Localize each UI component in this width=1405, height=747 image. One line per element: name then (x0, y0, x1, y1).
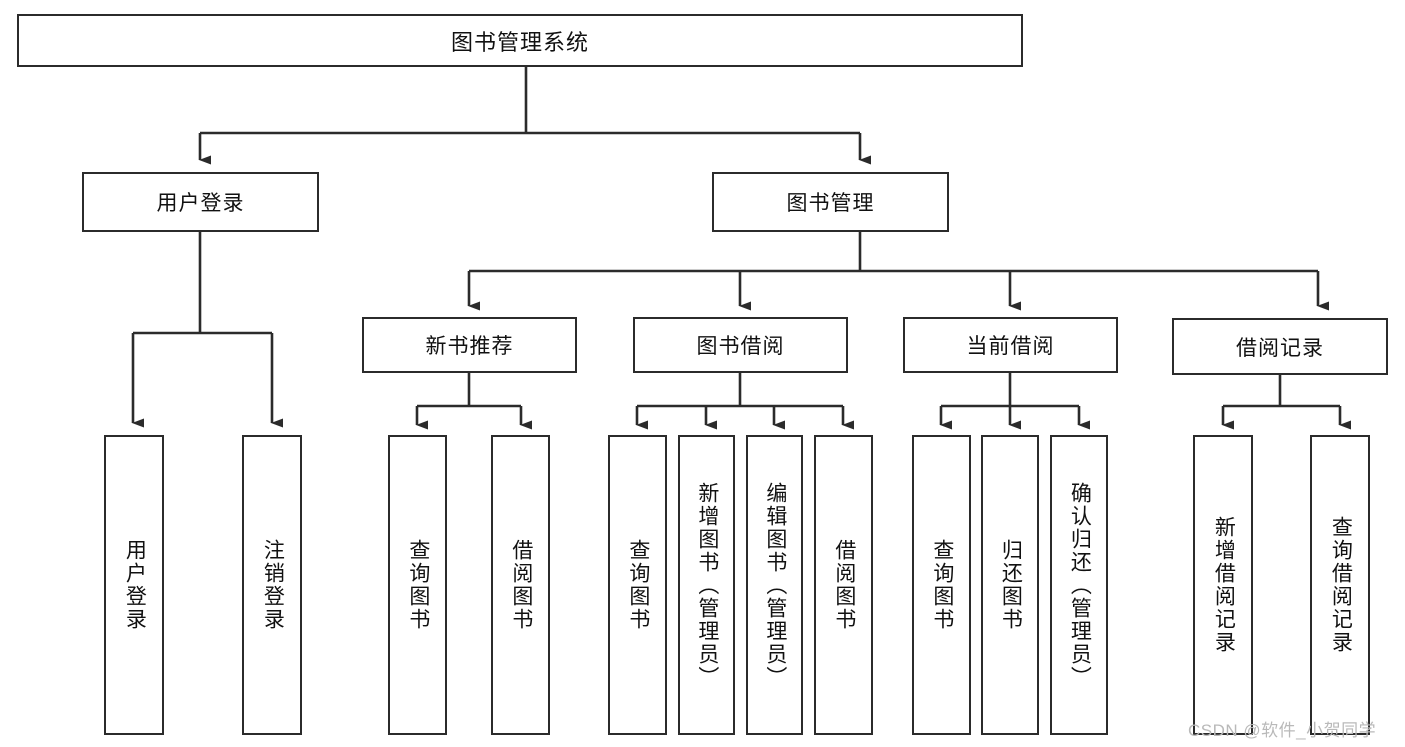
node-label: 借阅图书 (832, 539, 856, 631)
leaf-add-book[interactable]: 新增图书（管理员） (678, 435, 735, 735)
leaf-borrow-book[interactable]: 借阅图书 (814, 435, 873, 735)
node-label: 新增借阅记录 (1212, 516, 1236, 654)
node-label: 用户登录 (123, 539, 147, 631)
node-label: 图书管理 (786, 192, 875, 215)
node-label: 确认归还（管理员） (1068, 481, 1092, 689)
node-label: 用户登录 (156, 192, 245, 215)
node-label: 查询图书 (406, 539, 430, 631)
node-label: 归还图书 (999, 539, 1023, 631)
node-label: 注销登录 (261, 539, 285, 631)
node-label: 新书推荐 (425, 335, 514, 358)
node-label: 当前借阅 (966, 335, 1055, 358)
leaf-logout-login[interactable]: 注销登录 (242, 435, 302, 735)
leaf-query-book-current[interactable]: 查询图书 (912, 435, 971, 735)
node-current-borrow[interactable]: 当前借阅 (903, 317, 1118, 373)
node-label: 新增图书（管理员） (695, 481, 719, 689)
leaf-borrow-book-recommend[interactable]: 借阅图书 (491, 435, 550, 735)
leaf-query-book-borrow[interactable]: 查询图书 (608, 435, 667, 735)
node-book-manage[interactable]: 图书管理 (712, 172, 949, 232)
node-label: 图书管理系统 (450, 29, 589, 55)
leaf-confirm-return[interactable]: 确认归还（管理员） (1050, 435, 1108, 735)
node-label: 查询图书 (626, 539, 650, 631)
node-label: 查询图书 (930, 539, 954, 631)
node-user-login[interactable]: 用户登录 (82, 172, 319, 232)
node-label: 查询借阅记录 (1329, 516, 1353, 654)
node-root-system[interactable]: 图书管理系统 (17, 14, 1023, 67)
leaf-user-login[interactable]: 用户登录 (104, 435, 164, 735)
node-book-borrow[interactable]: 图书借阅 (633, 317, 848, 373)
node-label: 借阅图书 (509, 539, 533, 631)
node-label: 图书借阅 (696, 335, 785, 358)
node-label: 编辑图书（管理员） (763, 481, 787, 689)
leaf-query-book-recommend[interactable]: 查询图书 (388, 435, 447, 735)
leaf-add-borrow-record[interactable]: 新增借阅记录 (1193, 435, 1253, 735)
leaf-query-borrow-record[interactable]: 查询借阅记录 (1310, 435, 1370, 735)
csdn-watermark: CSDN @软件_小贺同学 (1188, 721, 1377, 740)
node-new-book-recommend[interactable]: 新书推荐 (362, 317, 577, 373)
leaf-return-book[interactable]: 归还图书 (981, 435, 1039, 735)
node-label: 借阅记录 (1236, 336, 1324, 360)
node-borrow-record[interactable]: 借阅记录 (1172, 318, 1388, 375)
leaf-edit-book[interactable]: 编辑图书（管理员） (746, 435, 803, 735)
